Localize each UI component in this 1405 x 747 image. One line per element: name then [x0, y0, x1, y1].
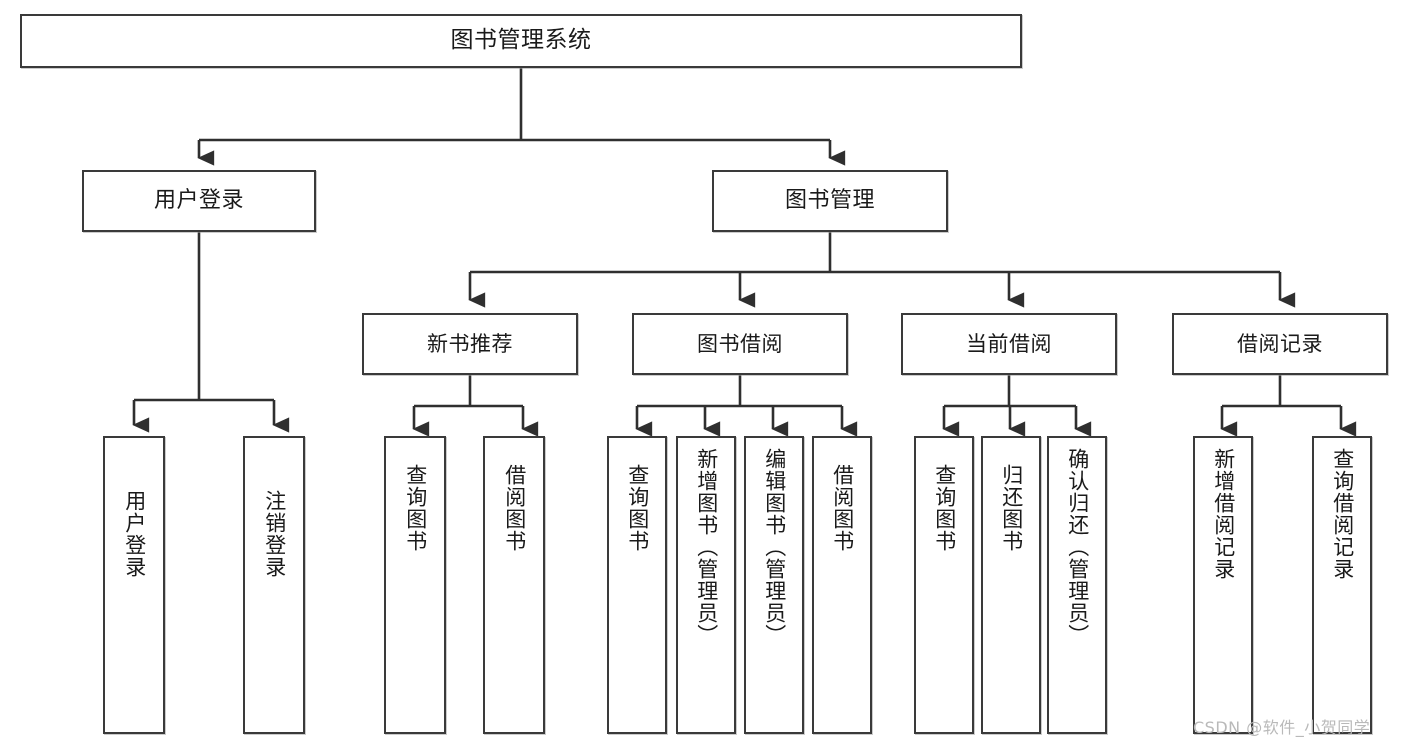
node-label: 图书借阅 — [697, 331, 783, 356]
leaf-book-borrow-add-book-admin[interactable]: 新增图书（管理员） — [676, 436, 736, 734]
node-borrow-records[interactable]: 借阅记录 — [1172, 313, 1388, 375]
node-label: 查询图书 — [625, 464, 650, 552]
leaf-borrow-records-add-record[interactable]: 新增借阅记录 — [1193, 436, 1253, 734]
node-label: 用户登录 — [122, 490, 147, 578]
node-label: 查询借阅记录 — [1330, 448, 1355, 580]
node-label: 新增图书（管理员） — [694, 448, 719, 646]
node-label: 查询图书 — [403, 464, 428, 552]
node-new-book-recommend[interactable]: 新书推荐 — [362, 313, 578, 375]
leaf-user-login-logout[interactable]: 注销登录 — [243, 436, 305, 734]
leaf-new-book-borrow-book[interactable]: 借阅图书 — [483, 436, 545, 734]
node-label: 当前借阅 — [966, 331, 1052, 356]
node-book-borrow[interactable]: 图书借阅 — [632, 313, 848, 375]
node-label: 编辑图书（管理员） — [762, 448, 787, 646]
node-label: 归还图书 — [999, 464, 1024, 552]
node-label: 图书管理 — [784, 188, 875, 214]
leaf-book-borrow-edit-book-admin[interactable]: 编辑图书（管理员） — [744, 436, 804, 734]
leaf-new-book-query-book[interactable]: 查询图书 — [384, 436, 446, 734]
leaf-current-borrow-return-book[interactable]: 归还图书 — [981, 436, 1041, 734]
leaf-current-borrow-query-book[interactable]: 查询图书 — [914, 436, 974, 734]
node-label: 用户登录 — [153, 188, 244, 214]
leaf-book-borrow-borrow-book[interactable]: 借阅图书 — [812, 436, 872, 734]
leaf-current-borrow-confirm-return-admin[interactable]: 确认归还（管理员） — [1047, 436, 1107, 734]
node-label: 新增借阅记录 — [1211, 448, 1236, 580]
node-label: 借阅记录 — [1237, 331, 1323, 356]
leaf-borrow-records-query-record[interactable]: 查询借阅记录 — [1312, 436, 1372, 734]
node-label: 借阅图书 — [502, 464, 527, 552]
node-label: 图书管理系统 — [450, 27, 592, 54]
node-current-borrow[interactable]: 当前借阅 — [901, 313, 1117, 375]
leaf-book-borrow-query-book[interactable]: 查询图书 — [607, 436, 667, 734]
node-book-management[interactable]: 图书管理 — [712, 170, 948, 232]
node-label: 新书推荐 — [427, 331, 513, 356]
node-label: 查询图书 — [932, 464, 957, 552]
node-label: 确认归还（管理员） — [1065, 448, 1090, 646]
node-label: 借阅图书 — [830, 464, 855, 552]
csdn-watermark: CSDN @软件_小贺同学 — [1193, 718, 1371, 737]
node-root-book-management-system[interactable]: 图书管理系统 — [20, 14, 1022, 68]
leaf-user-login-login[interactable]: 用户登录 — [103, 436, 165, 734]
node-user-login[interactable]: 用户登录 — [82, 170, 316, 232]
node-label: 注销登录 — [262, 490, 287, 578]
